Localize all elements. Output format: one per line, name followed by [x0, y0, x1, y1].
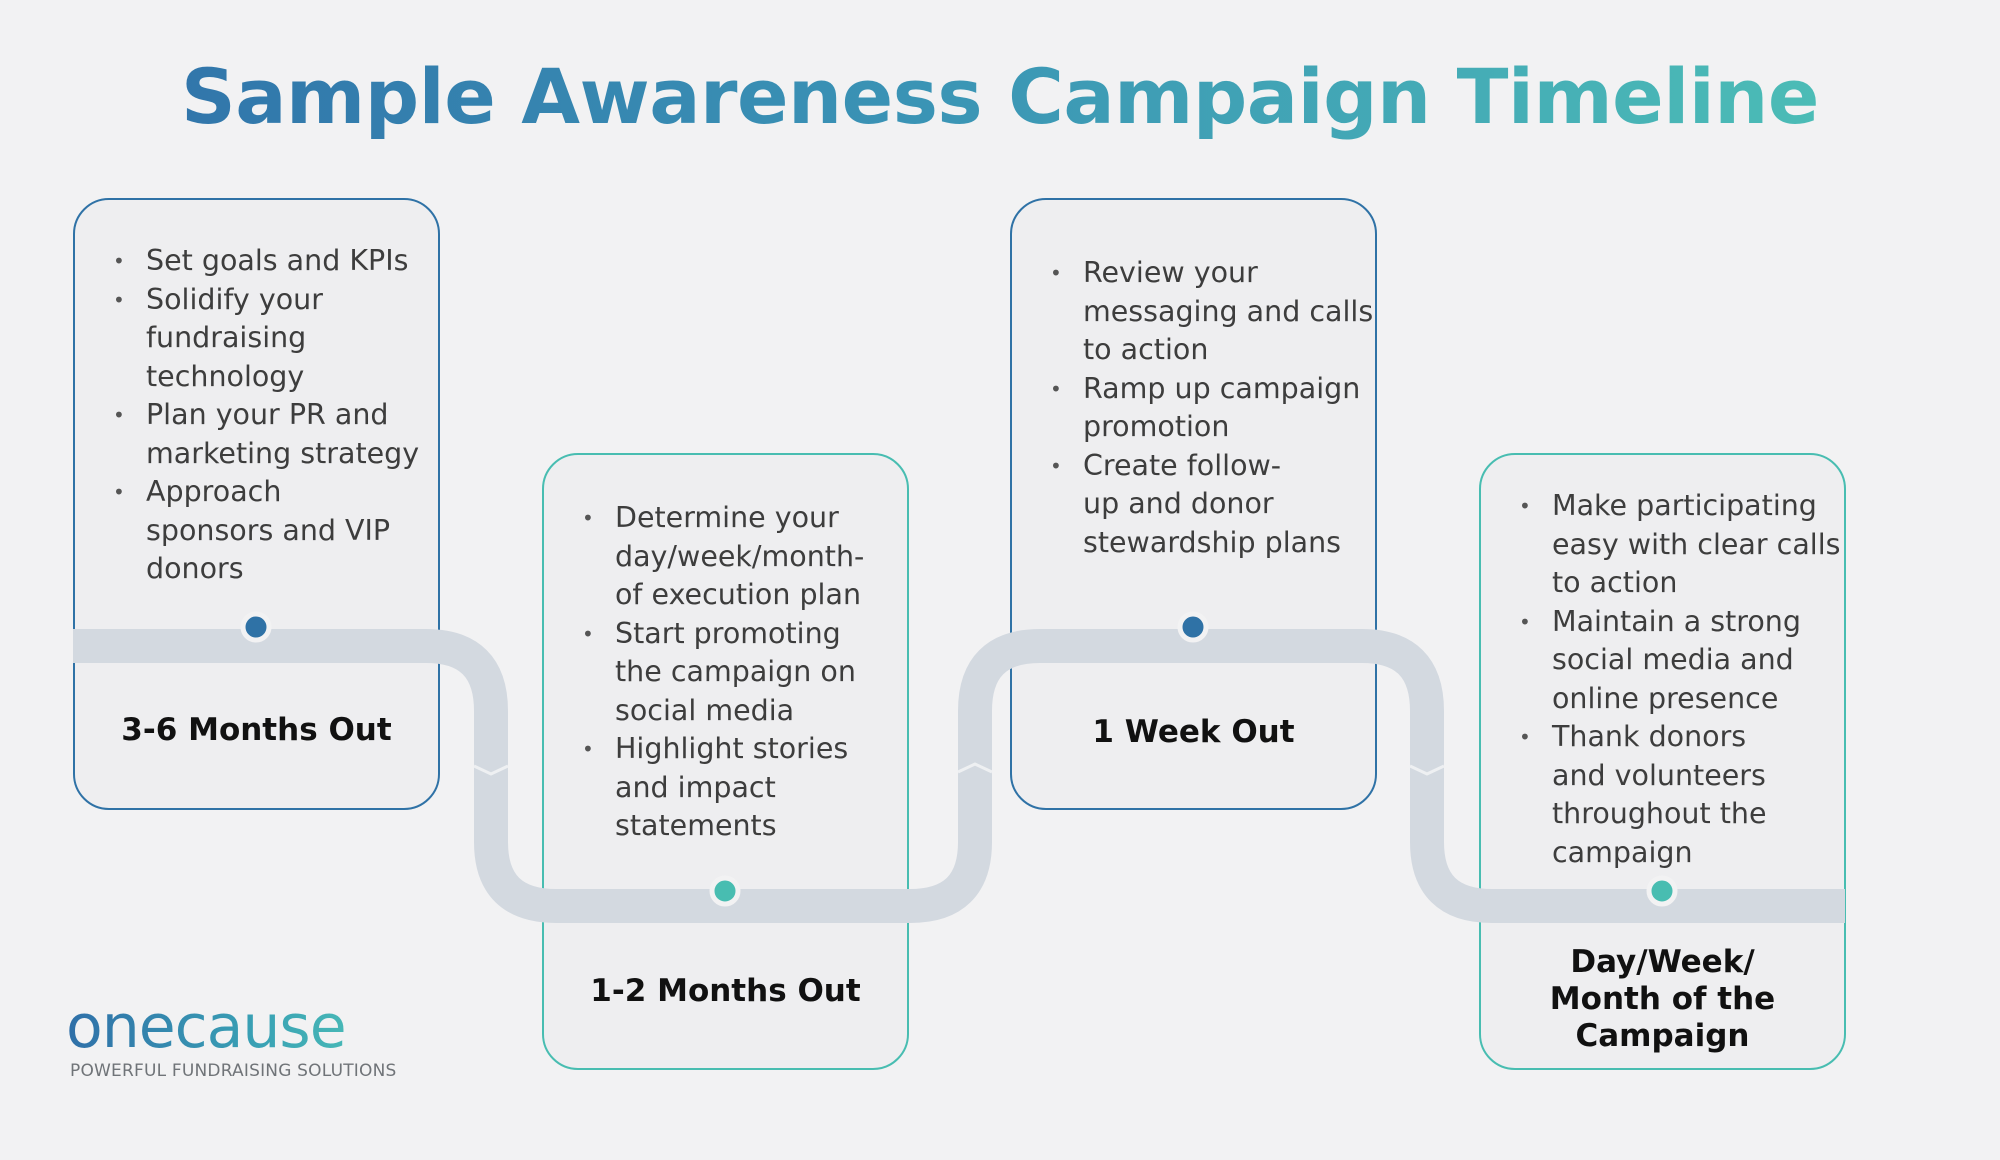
page-title: Sample Awareness Campaign Timeline — [0, 52, 2000, 141]
stage-card-3-6-months: Set goals and KPIs Solidify yourfundrais… — [73, 198, 440, 810]
registered-mark: ® — [347, 1027, 361, 1043]
timeline-dot — [1177, 611, 1209, 643]
track-notch — [957, 762, 993, 774]
logo-tagline: POWERFUL FUNDRAISING SOLUTIONS — [70, 1061, 397, 1081]
onecause-logo: onecause® POWERFUL FUNDRAISING SOLUTIONS — [66, 995, 397, 1081]
stage-label: 3-6 Months Out — [121, 712, 392, 748]
stage-label: 1-2 Months Out — [590, 973, 861, 1009]
timeline-dot — [709, 875, 741, 907]
track-notch — [1409, 764, 1445, 776]
logo-wordmark: onecause — [66, 992, 346, 1062]
stage-label: 1 Week Out — [1092, 714, 1295, 750]
timeline-dot — [1646, 875, 1678, 907]
list-item: Set goals and KPIs — [113, 242, 420, 281]
timeline-path — [73, 629, 1845, 923]
timeline-dot — [240, 611, 272, 643]
track-notch — [473, 764, 509, 776]
stage-items: Set goals and KPIs Solidify yourfundrais… — [113, 242, 420, 589]
